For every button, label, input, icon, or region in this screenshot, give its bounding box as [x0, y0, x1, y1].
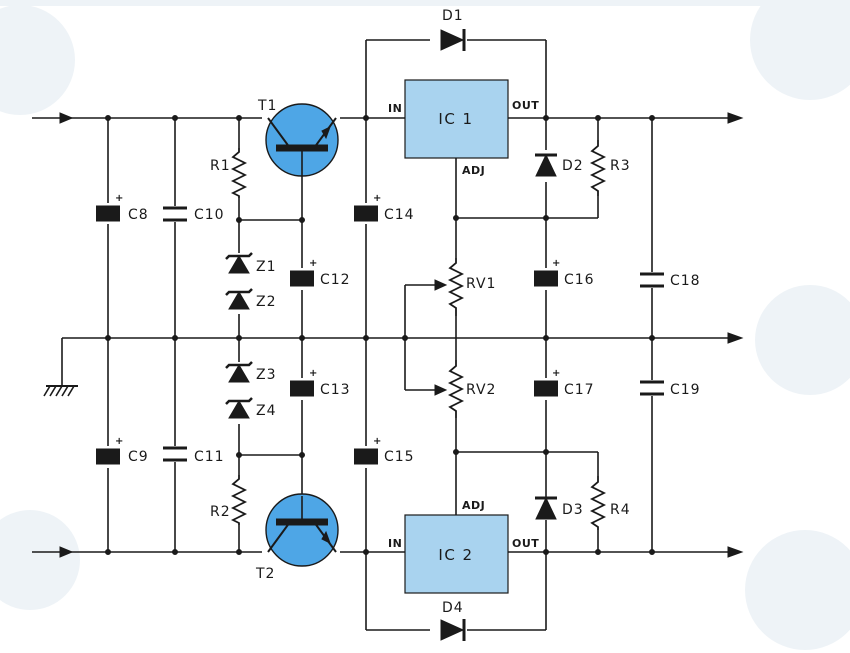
- c16-plus: +: [552, 258, 560, 269]
- c17-label: C17: [564, 382, 595, 398]
- capacitor-c14: + C14: [354, 193, 415, 223]
- rv-wiper-arrow-2: [434, 384, 448, 396]
- d3-label: D3: [562, 502, 584, 518]
- rv1-label: RV1: [466, 276, 496, 292]
- output-arrow-bottom: [727, 546, 744, 558]
- z2-label: Z2: [256, 294, 277, 310]
- t1-label: T1: [257, 98, 277, 114]
- ic1-label: IC 1: [438, 110, 473, 128]
- capacitor-c10: C10: [163, 206, 225, 223]
- ic1-adj-pin: ADJ: [462, 164, 485, 177]
- c12-plus: +: [309, 258, 317, 269]
- c14-label: C14: [384, 207, 415, 223]
- c9-label: C9: [128, 449, 149, 465]
- capacitor-c9: + C9: [96, 436, 149, 465]
- ic2-in-pin: IN: [388, 537, 402, 550]
- c12-label: C12: [320, 272, 351, 288]
- diode-d1: D1: [440, 8, 466, 51]
- c11-label: C11: [194, 449, 225, 465]
- capacitor-c17: + C17: [534, 368, 595, 398]
- zener-z2: Z2: [225, 288, 277, 310]
- zener-z1: Z1: [225, 252, 277, 275]
- c10-label: C10: [194, 207, 225, 223]
- c19-label: C19: [670, 382, 701, 398]
- ic2-out-pin: OUT: [512, 537, 539, 550]
- r1-label: R1: [210, 158, 231, 174]
- wiring: [60, 39, 730, 631]
- c16-label: C16: [564, 272, 595, 288]
- d2-label: D2: [562, 158, 584, 174]
- z3-label: Z3: [256, 367, 277, 383]
- ic1-out-pin: OUT: [512, 99, 539, 112]
- ground-icon: [43, 385, 78, 397]
- capacitor-c8: + C8: [96, 193, 149, 223]
- c9-plus: +: [115, 436, 123, 447]
- resistor-r4: R4: [589, 476, 631, 530]
- output-arrow-middle: [727, 332, 744, 344]
- c13-plus: +: [309, 368, 317, 379]
- resistor-r1: R1: [210, 148, 248, 198]
- ic1-in-pin: IN: [388, 102, 402, 115]
- t2-label: T2: [255, 566, 275, 582]
- capacitor-c11: C11: [163, 446, 225, 465]
- transistor-t1: T1: [257, 98, 339, 177]
- capacitor-c12: + C12: [290, 258, 351, 288]
- resistor-r2: R2: [210, 475, 248, 525]
- zener-z3: Z3: [225, 361, 277, 383]
- ic2-regulator: IC 2 IN OUT ADJ: [388, 499, 539, 594]
- r2-label: R2: [210, 504, 231, 520]
- potentiometer-rv1: RV1: [447, 258, 496, 316]
- capacitor-c19: C19: [640, 380, 701, 398]
- c15-plus: +: [373, 436, 381, 447]
- r4-label: R4: [610, 502, 631, 518]
- input-arrow-bottom: [32, 546, 74, 558]
- resistor-r3: R3: [589, 140, 631, 196]
- capacitor-c15: + C15: [354, 436, 415, 465]
- diode-d3: D3: [535, 496, 584, 520]
- c8-label: C8: [128, 207, 149, 223]
- r3-label: R3: [610, 158, 631, 174]
- z4-label: Z4: [256, 403, 277, 419]
- rv2-label: RV2: [466, 382, 496, 398]
- z1-label: Z1: [256, 259, 277, 275]
- output-arrow-top: [727, 112, 744, 124]
- ic2-adj-pin: ADJ: [462, 499, 485, 512]
- ic2-label: IC 2: [438, 546, 473, 564]
- ic1-regulator: IC 1 IN OUT ADJ: [388, 79, 539, 177]
- d4-label: D4: [442, 600, 464, 616]
- c18-label: C18: [670, 273, 701, 289]
- c15-label: C15: [384, 449, 415, 465]
- diode-d2: D2: [535, 153, 584, 177]
- c14-plus: +: [373, 193, 381, 204]
- capacitor-c16: + C16: [534, 258, 595, 288]
- rv-wiper-arrow-1: [434, 279, 448, 291]
- transistor-t2: T2: [255, 493, 339, 582]
- zener-z4: Z4: [225, 397, 277, 419]
- capacitor-c18: C18: [640, 272, 701, 289]
- c8-plus: +: [115, 193, 123, 204]
- c17-plus: +: [552, 368, 560, 379]
- capacitor-c13: + C13: [290, 368, 351, 398]
- d1-label: D1: [442, 8, 464, 24]
- input-arrow-top: [32, 112, 74, 124]
- c13-label: C13: [320, 382, 351, 398]
- potentiometer-rv2: RV2: [447, 360, 496, 418]
- diode-d4: D4: [440, 600, 466, 641]
